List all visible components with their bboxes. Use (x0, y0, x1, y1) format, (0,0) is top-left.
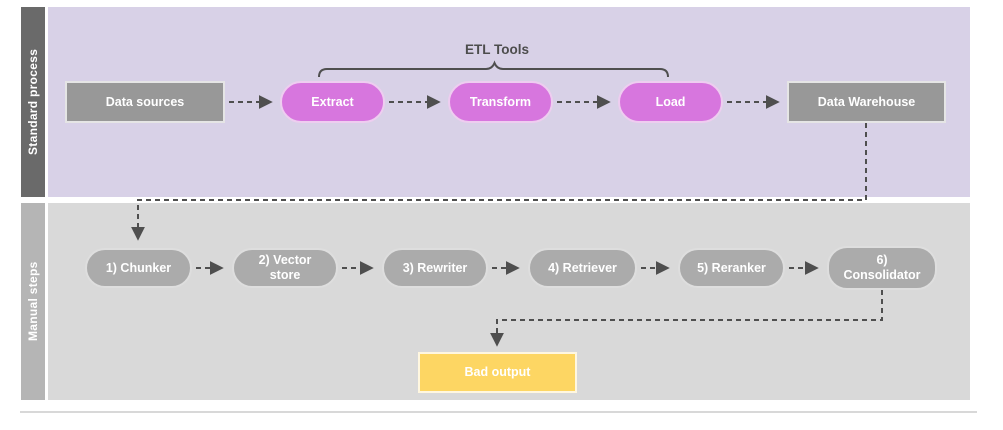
node-bad-output: Bad output (418, 352, 577, 393)
node-transform: Transform (448, 81, 553, 123)
lane-label-manual-steps-text: Manual steps (26, 261, 40, 342)
bottom-divider (20, 411, 977, 413)
node-reranker: 5) Reranker (678, 248, 785, 288)
node-data-warehouse: Data Warehouse (787, 81, 946, 123)
node-data-sources: Data sources (65, 81, 225, 123)
lane-label-manual-steps: Manual steps (21, 203, 45, 400)
node-vector-store: 2) Vector store (232, 248, 338, 288)
node-chunker: 1) Chunker (85, 248, 192, 288)
node-rewriter: 3) Rewriter (382, 248, 488, 288)
etl-tools-brace-label: ETL Tools (465, 42, 529, 57)
lane-label-standard-process: Standard process (21, 7, 45, 197)
lane-label-standard-process-text: Standard process (26, 48, 40, 156)
node-consolidator: 6) Consolidator (827, 246, 937, 290)
node-retriever: 4) Retriever (528, 248, 637, 288)
node-extract: Extract (280, 81, 385, 123)
node-load: Load (618, 81, 723, 123)
